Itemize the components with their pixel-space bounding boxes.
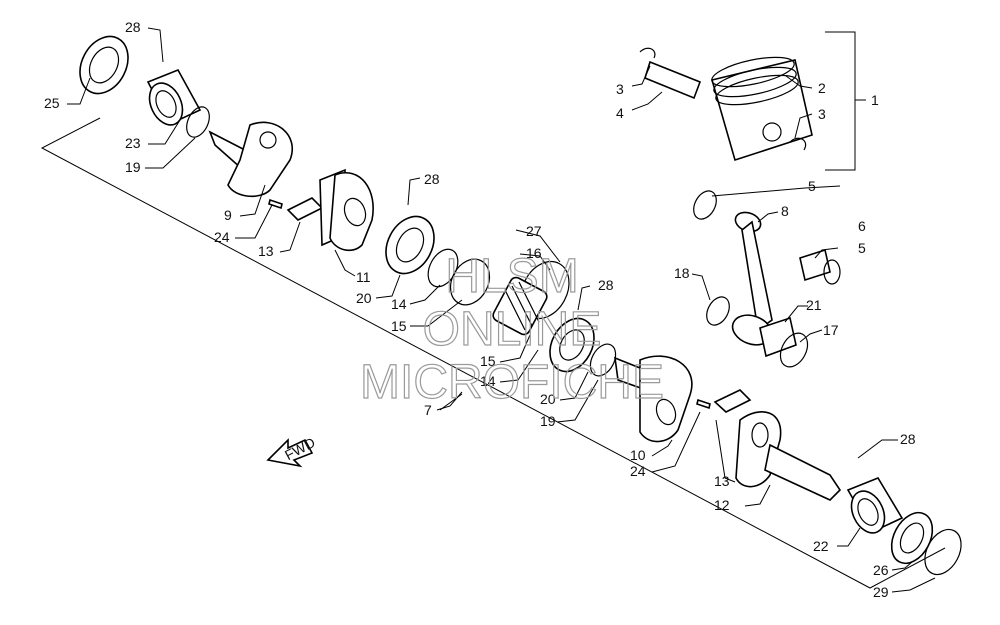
callout-label: 24 (214, 229, 230, 245)
callout-label: 16 (526, 245, 542, 261)
part-crank-half-mid (319, 168, 374, 252)
part-seal-left (79, 35, 129, 95)
callout-label: 23 (125, 135, 141, 151)
watermark: HLSM ONLINE MICROFICHE (359, 249, 664, 409)
part-bearing-mid-left (385, 215, 435, 275)
callout-label: 28 (125, 19, 141, 35)
callout-label: 10 (630, 447, 646, 463)
callout-label: 22 (813, 538, 829, 554)
callout-label: 3 (818, 106, 826, 122)
part-washer-lower (706, 296, 730, 326)
callout-label: 28 (900, 431, 916, 447)
callout-labels: 1 2 3 3 4 5 5 6 7 8 9 10 11 12 13 13 14 … (44, 19, 916, 600)
watermark-line-2: ONLINE (423, 303, 602, 356)
callout-label: 19 (540, 413, 556, 429)
callout-label: 8 (781, 203, 789, 219)
callout-label: 5 (858, 240, 866, 256)
callout-label: 28 (598, 277, 614, 293)
callout-label: 1 (871, 92, 879, 108)
part-needle-bearing-large (759, 316, 797, 358)
callout-label: 3 (616, 81, 624, 97)
callout-label: 18 (674, 265, 690, 281)
part-center-seal (492, 276, 548, 336)
callout-label: 24 (630, 463, 646, 479)
part-pin-left (268, 198, 283, 210)
part-bearing-left (146, 68, 202, 126)
callout-label: 9 (224, 207, 232, 223)
callout-label: 2 (818, 80, 826, 96)
callout-label: 5 (808, 178, 816, 194)
callout-label: 25 (44, 95, 60, 111)
callout-label: 27 (526, 223, 542, 239)
part-washer-upper (693, 190, 717, 220)
callout-label: 14 (480, 373, 496, 389)
crankshaft-assembly-bracket (40, 117, 946, 589)
part-bearing-mid-right (549, 317, 595, 373)
part-circlip-left (639, 47, 656, 59)
part-oring-left (186, 106, 210, 138)
leader-lines (67, 27, 936, 593)
part-circlip-right (789, 137, 807, 151)
fwd-arrow (266, 438, 314, 468)
part-ring-mid-a (449, 258, 491, 306)
part-ring-end (924, 528, 962, 576)
callout-label: 15 (391, 318, 407, 334)
callout-label: 20 (356, 290, 372, 306)
part-piston (711, 56, 813, 162)
callout-label: 13 (714, 473, 730, 489)
part-washer-big (779, 332, 809, 368)
callout-label: 11 (356, 269, 371, 285)
callout-label: 13 (258, 243, 274, 259)
part-crank-half-left (208, 121, 293, 198)
callout-label: 14 (391, 296, 407, 312)
part-key-left (286, 197, 324, 221)
callout-label: 7 (424, 402, 432, 418)
part-crank-half-right (614, 355, 693, 443)
callout-label: 12 (714, 497, 730, 513)
part-key-right (713, 389, 752, 413)
part-oring-right (589, 343, 617, 377)
callout-label: 4 (616, 105, 624, 121)
callout-label: 6 (858, 218, 866, 234)
callout-label: 28 (424, 171, 440, 187)
watermark-line-3: MICROFICHE (360, 356, 664, 409)
part-pin-right (696, 398, 711, 410)
callout-label: 26 (873, 562, 889, 578)
part-needle-bearing-small (799, 248, 831, 282)
watermark-line-1: HLSM (445, 250, 578, 303)
callout-label: 15 (480, 353, 496, 369)
callout-label: 17 (823, 322, 839, 338)
callout-label: 20 (540, 391, 556, 407)
part-crank-half-end (735, 411, 842, 501)
part-washer-small (823, 259, 841, 285)
part-bearing-end (846, 477, 904, 534)
piston-group-bracket (825, 31, 866, 171)
callout-label: 29 (873, 584, 889, 600)
callout-label: 19 (125, 159, 141, 175)
callout-label: 21 (806, 297, 822, 313)
fwd-label: FWD (282, 434, 318, 463)
part-piston-pin (644, 60, 702, 100)
